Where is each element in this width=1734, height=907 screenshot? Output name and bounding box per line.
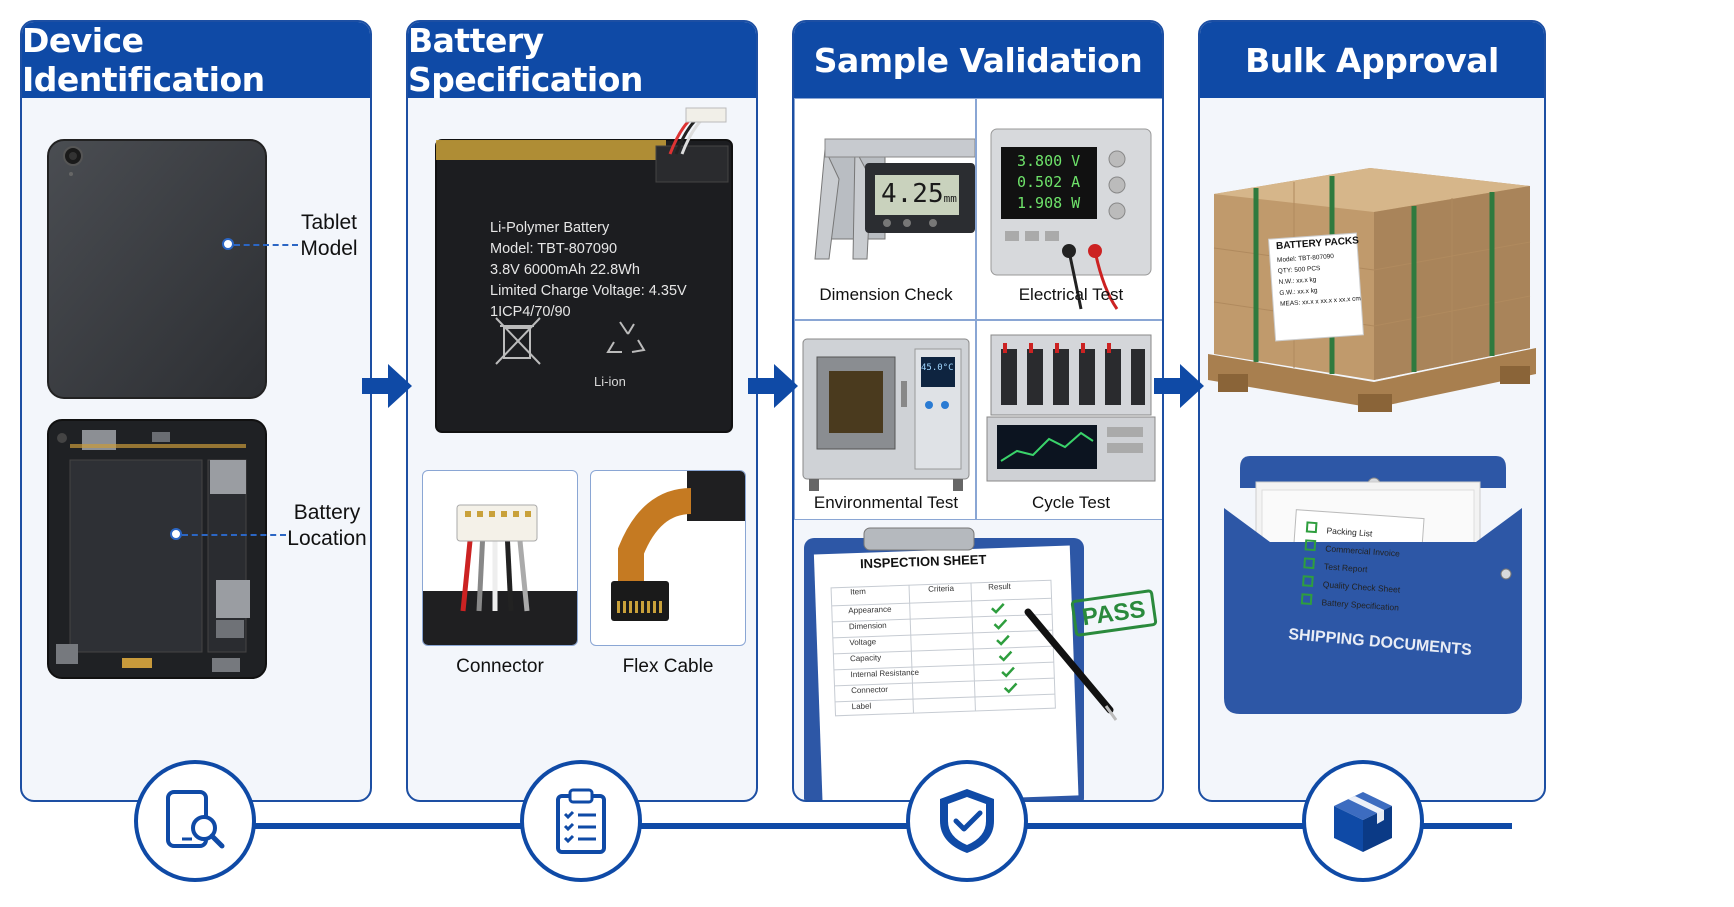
battery-pack-image xyxy=(435,107,733,433)
caliper-image xyxy=(814,138,975,260)
connector-image-cell xyxy=(422,470,578,646)
psu-readings: 3.800 V 0.502 A 1.908 W xyxy=(1017,152,1081,212)
timeline-bar xyxy=(212,823,1512,829)
tablet-model-leader xyxy=(234,244,298,246)
connector-image xyxy=(423,504,577,645)
document-list: Packing List Commercial Invoice Test Rep… xyxy=(1321,521,1405,616)
stage-icon-bulk-approval xyxy=(1302,760,1424,882)
flex-cable-caption: Flex Cable xyxy=(622,656,714,677)
pallet-image xyxy=(1208,168,1536,412)
tablet-model-marker xyxy=(222,238,234,250)
arrow-right-icon xyxy=(748,364,798,408)
tablet-search-icon xyxy=(166,790,225,849)
stage-icon-device-identification xyxy=(134,760,256,882)
flex-cable-image xyxy=(611,471,745,621)
stage-icon-sample-validation xyxy=(906,760,1028,882)
connector-caption: Connector xyxy=(456,656,544,677)
arrow-right-icon xyxy=(1154,364,1204,408)
panel-title: Sample Validation xyxy=(794,22,1162,98)
panel-sample-validation: Sample Validation 4.25mm Dimension Check xyxy=(792,20,1164,802)
dimension-check-cell: 4.25mm Dimension Check xyxy=(794,98,976,320)
battery-location-label: Battery Location xyxy=(287,501,367,550)
tablet-back-image xyxy=(47,139,267,679)
panel-battery-specification: Battery Specification Li-Polymer Battery xyxy=(406,20,758,802)
tablet-model-label: Tablet Model xyxy=(300,211,358,260)
battery-location-marker xyxy=(170,528,182,540)
table-row: Internal Resistance xyxy=(850,667,920,680)
cycle-test-caption: Cycle Test xyxy=(1031,493,1111,512)
power-supply-image xyxy=(990,128,1152,310)
arrow-right-icon xyxy=(362,364,412,408)
cycle-tester-image xyxy=(986,334,1156,482)
environmental-test-cell: 45.0°C Environmental Test xyxy=(794,320,976,520)
panel-device-identification: Device Identification xyxy=(20,20,372,802)
electrical-test-cell: 3.800 V 0.502 A 1.908 W Electrical Test xyxy=(976,98,1162,320)
environment-chamber-image xyxy=(802,338,970,491)
panel-bulk-approval: Bulk Approval BATTERY PACKS Model: TBT-8… xyxy=(1198,20,1546,802)
battery-label-text: Li-Polymer Battery Model: TBT-807090 3.8… xyxy=(490,220,687,320)
cycle-test-cell: Cycle Test xyxy=(976,320,1162,520)
shield-check-icon xyxy=(940,789,994,853)
stage-icon-battery-specification xyxy=(520,760,642,882)
inspection-clipboard-image xyxy=(804,527,1158,800)
package-box-icon xyxy=(1334,792,1392,852)
environmental-test-caption: Environmental Test xyxy=(813,493,959,512)
panel-title: Bulk Approval xyxy=(1200,22,1544,98)
table-row: Label xyxy=(851,701,872,712)
flex-cable-image-cell xyxy=(590,470,746,646)
dimension-check-caption: Dimension Check xyxy=(819,285,953,304)
li-ion-label: Li-ion xyxy=(594,374,626,389)
panel-title: Battery Specification xyxy=(408,22,756,99)
caliper-reading: 4.25mm xyxy=(881,179,957,209)
box-label: BATTERY PACKS Model: TBT-807090 QTY: 500… xyxy=(1275,235,1362,308)
battery-location-leader xyxy=(182,534,286,536)
chamber-reading: 45.0°C xyxy=(921,363,954,373)
document-folder-image xyxy=(1224,456,1522,714)
electrical-test-caption: Electrical Test xyxy=(1018,285,1124,304)
panel-title: Device Identification xyxy=(22,22,370,99)
inspection-sheet-rows: Appearance Dimension Voltage Capacity In… xyxy=(848,601,920,715)
clipboard-checklist-icon xyxy=(556,788,606,854)
